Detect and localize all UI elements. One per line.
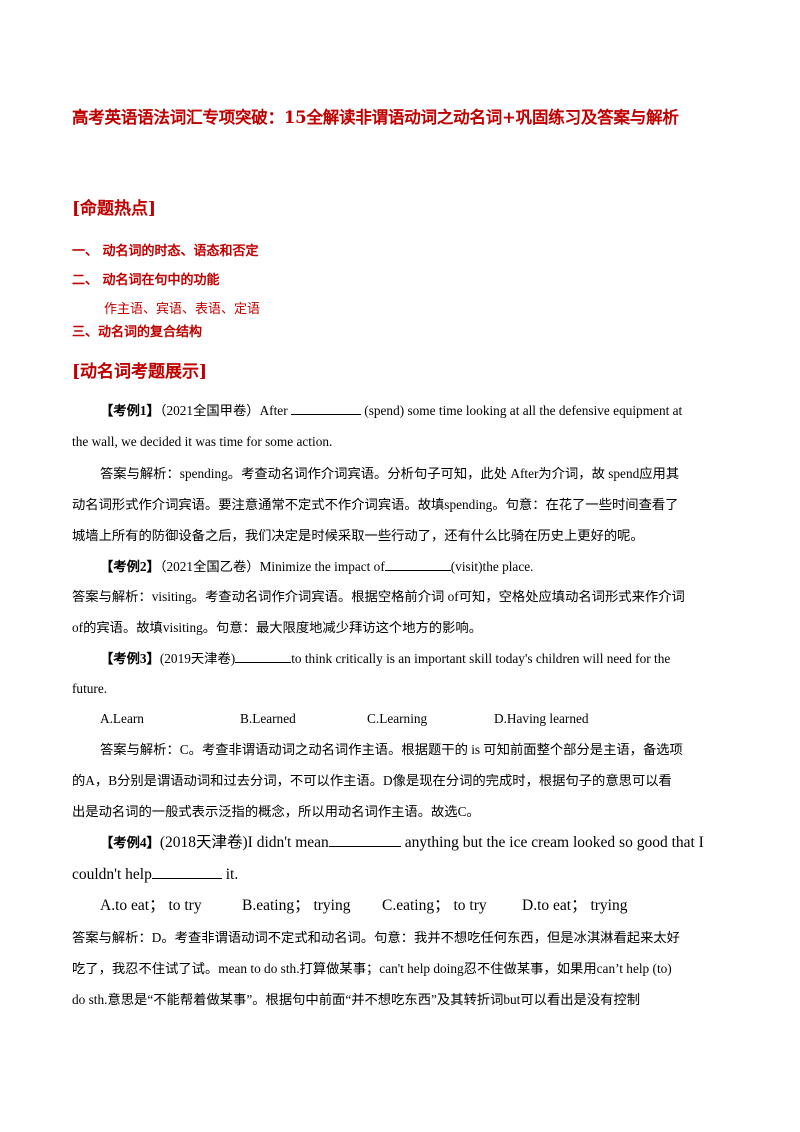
example-3-options: A.Learn B.Learned C.Learning D.Having learn… <box>100 709 728 729</box>
example-3-question-cont: future. <box>72 681 108 696</box>
answer-blank <box>384 556 451 571</box>
hot-topic-item-1: 一、 动名词的时态、语态和否定 <box>72 244 259 259</box>
example-3-answer-line-1: 答案与解析：C。考查非谓语动词之动名词作主语。根据题干的 is 可知前面整个部分… <box>100 742 683 757</box>
example-4-answer-line-1: 答案与解析：D。考查非谓语动词不定式和动名词。句意：我并不想吃任何东西，但是冰淇… <box>72 930 680 945</box>
example-1-answer-line-3: 城墙上所有的防御设备之后，我们决定是时候采取一些行动了，还有什么比骑在历史上更好… <box>72 528 644 543</box>
example-4-text-a: (2018天津卷)I didn't mean <box>159 834 329 851</box>
example-2-answer-line-1: 答案与解析：visiting。考查动名词作介词宾语。根据空格前介词 of可知，空… <box>72 589 685 604</box>
example-3-question: 【考例3】(2019天津卷) to think critically is an … <box>100 648 728 669</box>
exam-examples-heading: [动名词考题展示] <box>72 362 208 382</box>
example-4-text-b: anything but the ice cream looked so goo… <box>404 834 704 851</box>
option-a: A.to eat； to try <box>100 897 202 914</box>
example-3-answer-line-3: 出是动名词的一般式表示泛指的概念，所以用动名词作主语。故选C。 <box>72 804 480 819</box>
hot-topics-heading: [命题热点] <box>72 199 157 219</box>
example-3-text-b: to think critically is an important skil… <box>291 651 671 666</box>
answer-blank <box>328 832 401 847</box>
option-c: C.Learning <box>367 711 428 726</box>
example-4-text-c: couldn't help <box>72 866 152 883</box>
option-b: B.eating； trying <box>242 897 351 914</box>
example-2-answer-line-2: of的宾语。故填visiting。句意：最大限度地减少拜访这个地方的影响。 <box>72 620 482 635</box>
option-c: C.eating； to try <box>382 897 487 914</box>
option-d: D.Having learned <box>494 711 589 726</box>
example-1-answer-line-1: 答案与解析：spending。考查动名词作介词宾语。分析句子可知，此处 Afte… <box>100 466 680 481</box>
example-4-answer-line-2: 吃了，我忍不住试了试。mean to do sth.打算做某事；can't he… <box>72 961 672 976</box>
example-1-question: 【考例1】（2021全国甲卷）After (spend) some time l… <box>100 400 728 421</box>
document-title: 高考英语语法词汇专项突破：15全解读非谓语动词之动名词+巩固练习及答案与解析 <box>72 108 679 127</box>
answer-blank <box>290 400 361 415</box>
example-4-text-d: it. <box>225 866 239 883</box>
example-3-text-a: (2019天津卷) <box>159 651 236 666</box>
example-4-question-cont: couldn't help it. <box>72 864 728 885</box>
example-4-question: 【考例4】(2018天津卷)I didn't mean anything but… <box>100 832 728 853</box>
example-1-text-b: (spend) some time looking at all the def… <box>364 403 683 418</box>
option-d: D.to eat； trying <box>522 897 628 914</box>
example-2-question: 【考例2】（2021全国乙卷）Minimize the impact of (vi… <box>100 556 728 577</box>
example-4-answer-line-3: do sth.意思是“不能帮着做某事”。根据句中前面“并不想吃东西”及其转折词b… <box>72 992 641 1007</box>
example-2-text-a: （2021全国乙卷）Minimize the impact of <box>159 559 385 574</box>
example-1-answer-line-2: 动名词形式作介词宾语。要注意通常不定式不作介词宾语。故填spending。句意：… <box>72 497 679 512</box>
example-4-label: 【考例4】 <box>100 835 160 850</box>
example-1-question-cont: the wall, we decided it was time for som… <box>72 434 333 449</box>
hot-topic-item-3: 三、动名词的复合结构 <box>72 325 203 340</box>
option-b: B.Learned <box>240 711 296 726</box>
example-3-label: 【考例3】 <box>100 651 160 666</box>
hot-topic-subitem: 作主语、宾语、表语、定语 <box>104 302 261 317</box>
example-1-text-a: （2021全国甲卷）After <box>159 403 288 418</box>
answer-blank <box>235 648 292 663</box>
example-3-answer-line-2: 的A，B分别是谓语动词和过去分词，不可以作主语。D像是现在分词的完成时，根据句子… <box>72 773 672 788</box>
example-2-text-b: (visit)the place. <box>450 559 534 574</box>
example-2-label: 【考例2】 <box>100 559 160 574</box>
example-4-options: A.to eat； to try B.eating； trying C.eating… <box>100 896 728 916</box>
hot-topic-item-2: 二、 动名词在句中的功能 <box>72 273 220 288</box>
answer-blank <box>151 864 222 879</box>
option-a: A.Learn <box>100 711 144 726</box>
example-1-label: 【考例1】 <box>100 403 160 418</box>
